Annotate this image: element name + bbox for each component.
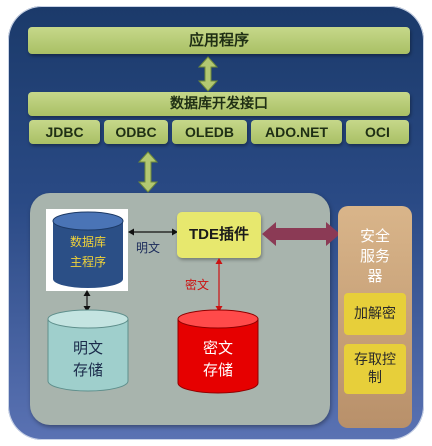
encrypt-decrypt-box: 加解密 — [344, 293, 406, 335]
arrow-interface-db — [138, 151, 158, 193]
tde-plugin: TDE插件 — [177, 212, 261, 258]
security-server: 安全 服务 器 加解密 存取控 制 — [338, 206, 412, 428]
application-bar: 应用程序 — [28, 27, 410, 54]
cipher-storage-line2: 存储 — [202, 361, 233, 379]
arrow-tde-cipher — [215, 258, 223, 312]
db-main-label: 数据库 主程序 — [51, 232, 125, 272]
db-interface-bar: 数据库开发接口 — [28, 92, 410, 116]
plain-storage-line2: 存储 — [72, 361, 103, 379]
cipher-storage-line1: 密文 — [202, 339, 233, 357]
cipher-storage-cylinder — [177, 309, 259, 394]
cipher-storage-label: 密文 存储 — [176, 337, 260, 381]
arrow-db-plain — [83, 290, 91, 312]
plain-storage-label: 明文 存储 — [46, 337, 130, 381]
access-control-line1: 存取控 — [354, 352, 396, 368]
arrow-tde-security — [262, 222, 340, 246]
plain-storage-cylinder — [47, 309, 129, 392]
api-jdbc: JDBC — [29, 120, 100, 144]
api-oledb: OLEDB — [172, 120, 247, 144]
arrow-db-tde — [128, 228, 178, 236]
db-main-cylinder — [52, 211, 124, 288]
api-odbc: ODBC — [104, 120, 168, 144]
security-title-line1: 安全 — [359, 227, 390, 245]
security-server-title: 安全 服务 器 — [338, 226, 412, 286]
security-title-line2: 服务 — [359, 247, 390, 265]
cipher-text-label: 密文 — [185, 278, 210, 292]
access-control-box: 存取控 制 — [344, 344, 406, 394]
application-label: 应用程序 — [188, 31, 249, 49]
security-title-line3: 器 — [367, 267, 383, 285]
arrow-app-interface — [198, 56, 218, 92]
db-main-line2: 主程序 — [69, 255, 106, 269]
plain-storage-line1: 明文 — [72, 339, 103, 357]
api-adonet: ADO.NET — [251, 120, 342, 144]
access-control-line2: 制 — [368, 370, 382, 386]
db-interface-label: 数据库开发接口 — [170, 96, 268, 112]
encrypt-decrypt-label: 加解密 — [354, 306, 396, 322]
db-main-line1: 数据库 — [69, 235, 106, 249]
api-oci: OCI — [346, 120, 409, 144]
plain-text-label: 明文 — [136, 241, 161, 255]
